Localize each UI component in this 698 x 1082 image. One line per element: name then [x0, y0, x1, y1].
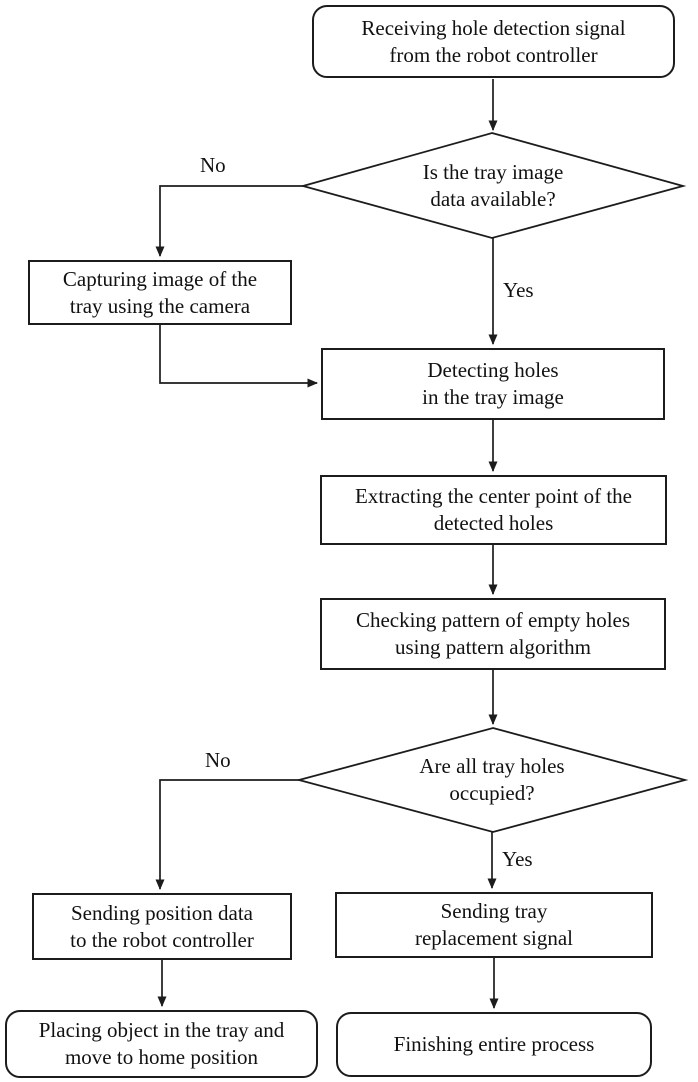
edge-label-tray-image-no: No [200, 153, 226, 177]
decision-holes-occupied-diamond [295, 727, 689, 833]
node-start-receiving-signal: Receiving hole detection signal from the… [312, 5, 675, 78]
connector-decision2-no-to-sendpos [155, 779, 299, 890]
node-decision-holes-occupied-label: Are all tray holes occupied? [419, 754, 565, 805]
node-finish-process: Finishing entire process [336, 1012, 652, 1077]
node-send-tray-replacement: Sending tray replacement signal [335, 892, 653, 958]
node-detect-holes: Detecting holes in the tray image [321, 348, 665, 420]
decision-tray-image-diamond [299, 132, 687, 239]
edge-label-tray-image-yes: Yes [503, 278, 534, 302]
node-extract-center-point: Extracting the center point of the detec… [320, 475, 667, 545]
node-decision-tray-image-label: Is the tray image data available? [422, 160, 564, 211]
connector-capture-to-detect [159, 325, 318, 388]
connector-decision1-no-to-capture [155, 185, 303, 257]
node-send-position-data: Sending position data to the robot contr… [32, 893, 292, 960]
node-check-pattern: Checking pattern of empty holes using pa… [320, 598, 666, 670]
node-place-object: Placing object in the tray and move to h… [5, 1010, 318, 1078]
edge-label-occupied-yes: Yes [502, 847, 533, 871]
edge-label-occupied-no: No [205, 748, 231, 772]
node-capture-image: Capturing image of the tray using the ca… [28, 260, 292, 325]
